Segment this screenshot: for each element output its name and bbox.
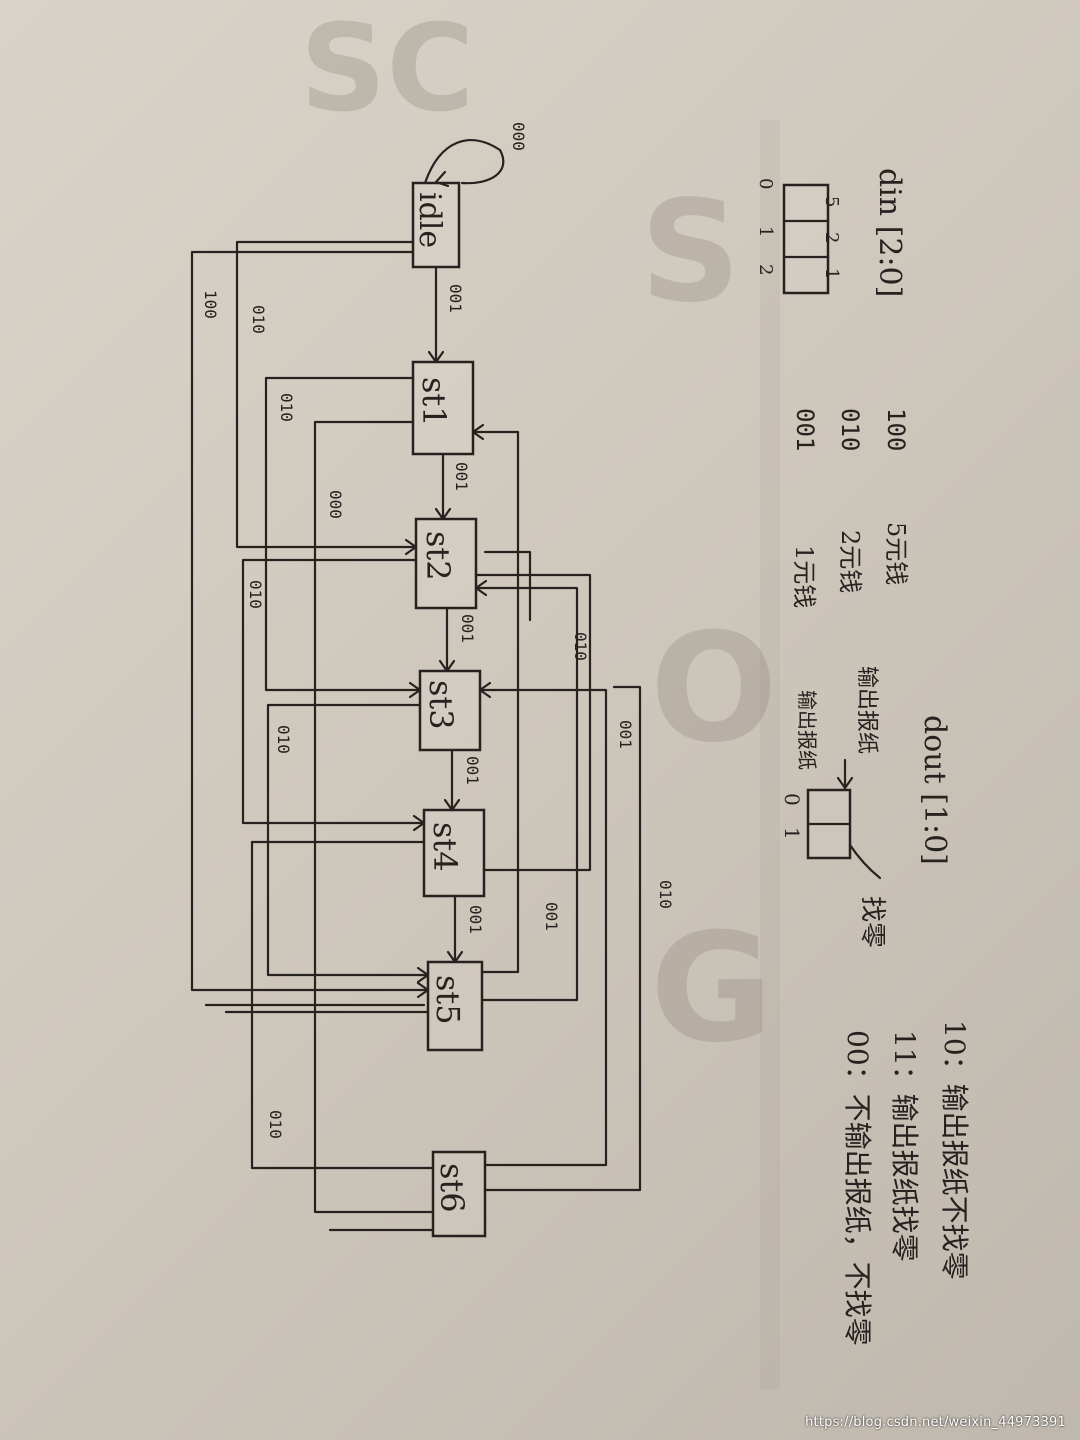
edge-label-st5-010: 010 bbox=[656, 880, 675, 909]
path-label-st1-st2: 001 bbox=[452, 462, 471, 491]
svg-text:G: G bbox=[650, 902, 773, 1076]
din-meaning-2: 1元钱 bbox=[790, 545, 818, 608]
dout-label-left: 输出报纸 bbox=[795, 690, 819, 770]
edge-label-st6-010: 010 bbox=[266, 1110, 285, 1139]
svg-text:O: O bbox=[650, 602, 778, 776]
state-label-st5: st5 bbox=[429, 975, 467, 1025]
legend-line-2: 00：不输出报纸，不找零 bbox=[841, 1030, 874, 1346]
state-st3: st3 bbox=[418, 669, 482, 752]
self-loop-idle: 000 bbox=[423, 122, 528, 188]
din-bit-top-0: 5 bbox=[821, 196, 842, 207]
state-label-st3: st3 bbox=[422, 680, 460, 730]
left-wires bbox=[190, 240, 435, 1232]
din-bit-top-1: 2 bbox=[821, 232, 842, 243]
svg-text:SC: SC bbox=[300, 0, 475, 139]
dout-title: dout [1:0] bbox=[917, 715, 952, 865]
edge-label-st4-001: 001 bbox=[542, 902, 561, 931]
path-label-idle-st1: 001 bbox=[446, 284, 465, 313]
edge-label-st3-010: 010 bbox=[274, 725, 293, 754]
source-watermark: https://blog.csdn.net/weixin_44973391 bbox=[805, 1415, 1066, 1430]
state-label-st1: st1 bbox=[415, 377, 453, 427]
state-idle: idle bbox=[411, 181, 461, 269]
paper-background-texture: SC S O G bbox=[300, 0, 780, 1390]
self-loop-label: 000 bbox=[509, 122, 528, 151]
din-bit-index-2: 2 bbox=[755, 264, 776, 275]
state-st5: st5 bbox=[426, 960, 484, 1052]
dout-label-out: 输出报纸 bbox=[854, 666, 879, 754]
dout-bit-index-1: 1 bbox=[780, 827, 804, 840]
dout-legend: dout [1:0] 0 1 输出报纸 输出报纸 找零 bbox=[780, 666, 952, 948]
state-label-st4: st4 bbox=[426, 822, 464, 872]
edge-labels: 100 010 010 000 010 010 010 001 001 010 … bbox=[201, 290, 675, 1139]
legend-line-0: 10：输出报纸不找零 bbox=[938, 1020, 971, 1280]
main-path: 001 001 001 001 001 bbox=[427, 265, 485, 964]
state-st1: st1 bbox=[411, 360, 475, 456]
din-bit-top-2: 1 bbox=[821, 268, 842, 279]
edge-label-st2-010: 010 bbox=[246, 580, 265, 609]
handwritten-sketch: idle st1 st2 st3 st4 st5 st6 bbox=[190, 122, 971, 1346]
path-label-st2-st3: 001 bbox=[458, 614, 477, 643]
din-legend: din [2:0] 5 2 1 0 1 2 100 010 001 5元钱 2元… bbox=[755, 168, 910, 608]
dout-bit-index-0: 0 bbox=[780, 793, 804, 806]
din-bit-index-0: 0 bbox=[755, 178, 776, 189]
edge-label-st1-010: 010 bbox=[277, 393, 296, 422]
din-meaning-0: 5元钱 bbox=[882, 522, 910, 585]
din-code-1: 010 bbox=[836, 408, 864, 451]
edge-label-st1-000: 000 bbox=[326, 490, 345, 519]
dout-label-change: 找零 bbox=[857, 896, 887, 948]
svg-text:S: S bbox=[640, 171, 741, 334]
state-st4: st4 bbox=[422, 808, 486, 898]
edge-label-idle-010: 010 bbox=[249, 305, 268, 334]
din-bit-index-1: 1 bbox=[755, 226, 776, 237]
edge-label-st3-in-001: 001 bbox=[616, 720, 635, 749]
path-label-st4-st5: 001 bbox=[466, 905, 485, 934]
output-legend: 10：输出报纸不找零 11：输出报纸找零 00：不输出报纸，不找零 bbox=[841, 1020, 971, 1346]
state-label-idle: idle bbox=[412, 192, 447, 248]
edge-label-st2-in-010: 010 bbox=[571, 632, 590, 661]
din-code-0: 100 bbox=[882, 408, 910, 451]
legend-line-1: 11：输出报纸找零 bbox=[888, 1030, 921, 1262]
right-wires bbox=[471, 423, 642, 1192]
din-code-2: 001 bbox=[791, 408, 819, 451]
state-st2: st2 bbox=[414, 517, 478, 610]
state-label-st2: st2 bbox=[419, 531, 457, 581]
state-label-st6: st6 bbox=[433, 1163, 471, 1213]
din-title: din [2:0] bbox=[872, 168, 907, 297]
edge-label-idle-100: 100 bbox=[201, 290, 220, 319]
path-label-st3-st4: 001 bbox=[463, 756, 482, 785]
state-st6: st6 bbox=[431, 1150, 487, 1238]
din-meaning-1: 2元钱 bbox=[836, 530, 864, 593]
